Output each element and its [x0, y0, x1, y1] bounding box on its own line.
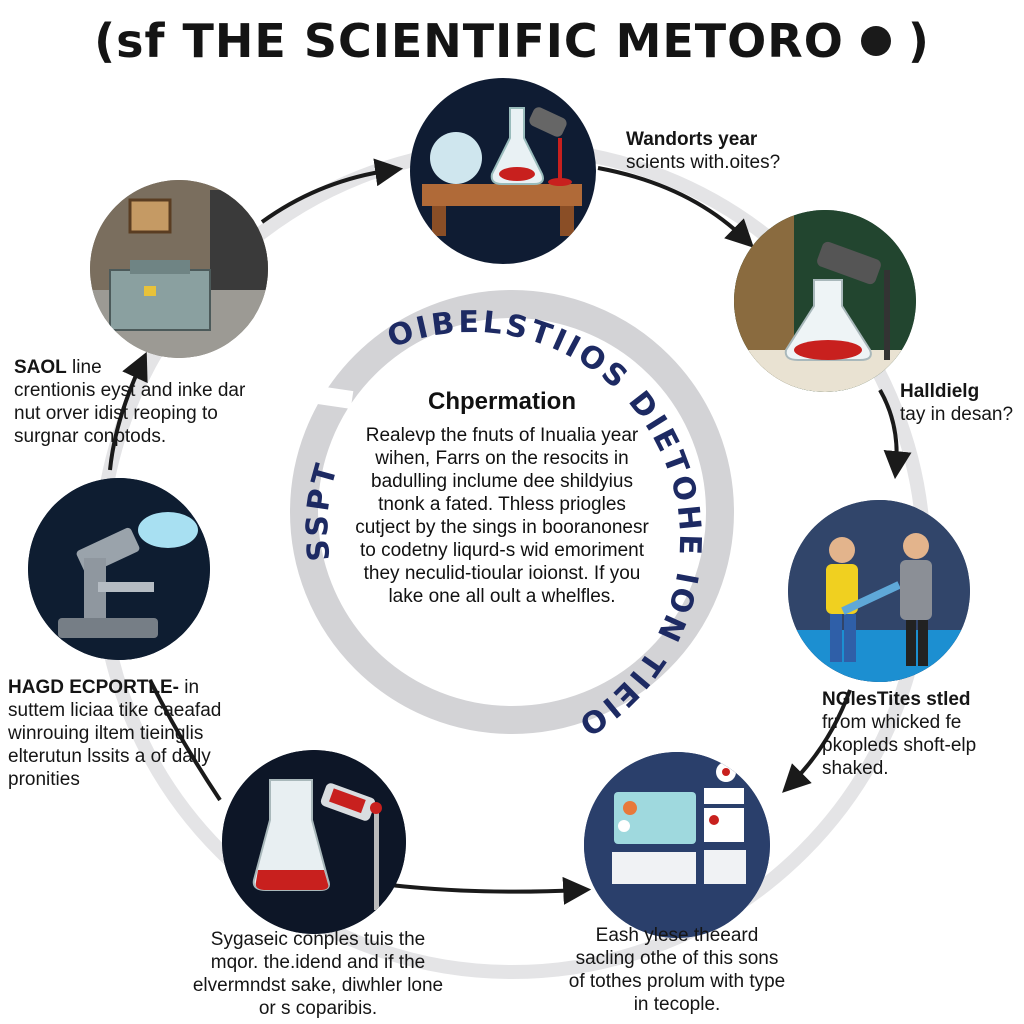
- caption-upper-right-head: Halldielg: [900, 381, 980, 402]
- caption-top: Wandorts year scients with.oites?: [626, 128, 836, 174]
- flask-pour-icon: [222, 750, 406, 934]
- caption-right-body: frrom whicked fe pkopleds shoft-elp shak…: [822, 712, 977, 779]
- arrow-top-to-upperright: [597, 166, 754, 248]
- microscope-icon: [28, 478, 210, 660]
- caption-top-head: Wandorts year: [626, 129, 758, 150]
- caption-upper-right: Halldielg tay in desan?: [900, 380, 1024, 426]
- caption-left-body: suttem liciaa tike caeafad winrouing ilt…: [8, 700, 222, 790]
- people-with-guitar-icon: [788, 500, 970, 682]
- arrow-upperleft-to-top: [260, 158, 404, 224]
- arrow-left-to-upperleft: [108, 351, 148, 471]
- screen-panels-icon: [584, 752, 770, 938]
- caption-left-head-tail: in: [179, 677, 200, 698]
- arrow-left-to-lowerleft: [148, 679, 222, 802]
- caption-lower-left: Sygaseic conples tuis the mqor. the.iden…: [190, 928, 446, 1020]
- flask-with-lamp-icon: [734, 210, 916, 392]
- flask-and-globe-icon: [422, 107, 582, 236]
- arrow-lowerleft-to-lowerright: [389, 876, 592, 905]
- caption-lower-left-body: Sygaseic conples tuis the mqor. the.iden…: [192, 929, 444, 1019]
- caption-left-head: HAGD ECPORTLE-: [8, 677, 179, 698]
- node-lower-left-circle: [222, 750, 406, 934]
- caption-lower-right: Eash ylese theeard sacling othe of this …: [566, 924, 788, 1016]
- caption-upper-left: SAOL line crentionis eyst and inke dar n…: [14, 356, 276, 448]
- caption-right: NGlesTites stled frrom whicked fe pkople…: [822, 688, 1018, 780]
- arrow-upperright-to-right: [878, 389, 912, 480]
- node-right-circle: [788, 500, 970, 682]
- bug-icon: [860, 25, 891, 56]
- center-panel: Chpermation Realevp the fnuts of Inualia…: [352, 388, 652, 608]
- title-close-paren: ): [907, 14, 930, 68]
- lab-room-icon: [90, 180, 268, 358]
- center-body: Realevp the fnuts of Inualia year wihen,…: [355, 425, 649, 607]
- center-title: Chpermation: [427, 388, 576, 415]
- caption-top-body: scients with.oites?: [626, 152, 781, 173]
- caption-upper-left-head: SAOL: [14, 357, 67, 378]
- ring-gap: [316, 386, 354, 409]
- node-upper-right-circle: [734, 210, 916, 392]
- node-lower-right-circle: [584, 752, 770, 938]
- caption-upper-left-body: crentionis eyst and inke dar nut orver i…: [14, 380, 246, 447]
- caption-upper-right-body: tay in desan?: [900, 404, 1014, 425]
- caption-left: HAGD ECPORTLE- in suttem liciaa tike cae…: [8, 676, 254, 791]
- caption-lower-right-body: Eash ylese theeard sacling othe of this …: [568, 925, 786, 1015]
- caption-right-head: NGlesTites stled: [822, 689, 971, 710]
- caption-upper-left-head-tail: line: [66, 357, 102, 378]
- page-title: (sf THE SCIENTIFIC METORO ): [0, 14, 1024, 68]
- node-top-circle: [410, 78, 596, 264]
- title-text: (sf THE SCIENTIFIC METORO: [94, 14, 844, 68]
- arrow-right-to-lowerright: [782, 689, 852, 793]
- center-ring: [290, 290, 734, 734]
- node-left-circle: [28, 478, 210, 660]
- node-upper-left-circle: [90, 180, 268, 358]
